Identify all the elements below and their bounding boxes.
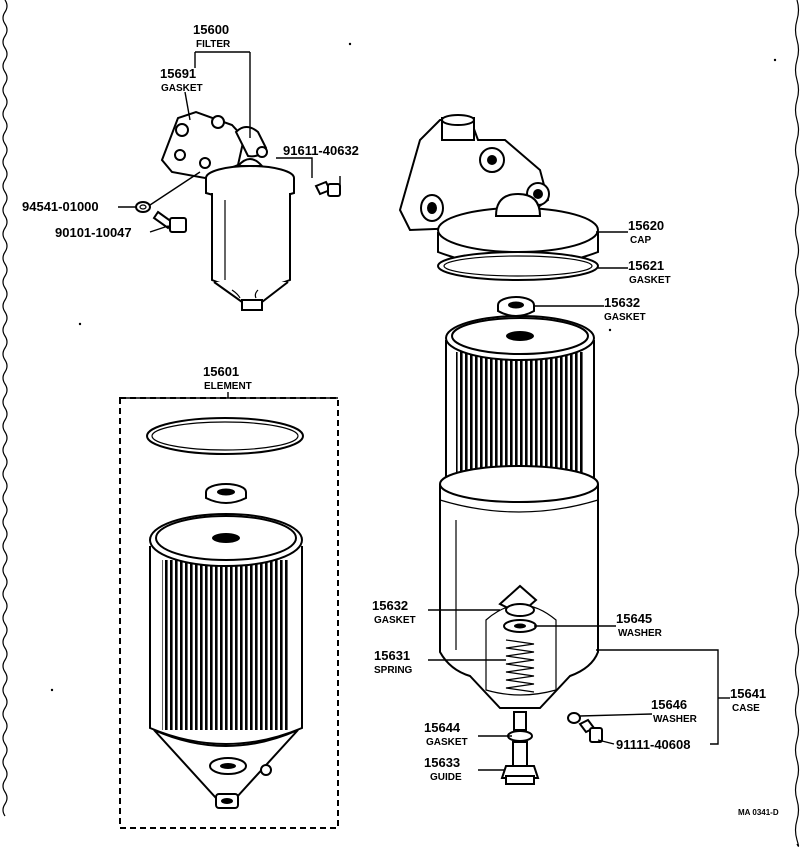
cap-gasket-number: 15621	[628, 258, 664, 273]
element-o-ring	[146, 417, 304, 455]
guide	[500, 741, 540, 785]
case-number: 15641	[730, 686, 766, 701]
washer-drain-number: 15646	[651, 697, 687, 712]
gasket-inner-name: GASKET	[374, 615, 416, 626]
case-name: CASE	[732, 703, 760, 714]
gasket-upper-name: GASKET	[604, 312, 646, 323]
gasket-upper-number: 15632	[604, 295, 640, 310]
gasket-top-name: GASKET	[161, 83, 203, 94]
drain-plug-number: 91111-40608	[616, 737, 690, 752]
drain-plug	[578, 718, 603, 743]
bolt-b-number: 90101-10047	[55, 225, 132, 240]
drain-washer	[567, 712, 581, 724]
diagram-code: MA 0341-D	[738, 808, 779, 817]
spring	[505, 639, 535, 693]
gasket-top-number: 15691	[160, 66, 196, 81]
gasket-inner-number: 15632	[372, 598, 408, 613]
washer-94541	[135, 201, 151, 213]
guide-number: 15633	[424, 755, 460, 770]
page-border-right	[794, 0, 800, 847]
washer-drain-name: WASHER	[653, 714, 698, 725]
element-name: ELEMENT	[204, 381, 252, 392]
element-number: 15601	[203, 364, 239, 379]
filter-name: FILTER	[196, 39, 231, 50]
washer-a-number: 94541-01000	[22, 199, 99, 214]
cap-name: CAP	[630, 235, 651, 246]
bolt-91611	[314, 180, 341, 197]
guide-name: GUIDE	[430, 772, 462, 783]
element-gasket	[205, 483, 247, 504]
filter-number: 15600	[193, 22, 229, 37]
cap-number: 15620	[628, 218, 664, 233]
cap-gasket	[437, 251, 599, 281]
filter-assembly-small	[160, 110, 295, 311]
cap-gasket-name: GASKET	[629, 275, 671, 286]
element-cartridge	[149, 513, 303, 809]
gasket-guide-number: 15644	[424, 720, 461, 735]
inner-gasket	[498, 584, 538, 617]
washer-inner-name: WASHER	[618, 628, 663, 639]
element-box	[119, 392, 339, 829]
bolt-a-number: 91611-40632	[283, 143, 359, 158]
spring-number: 15631	[374, 648, 410, 663]
gasket-guide-name: GASKET	[426, 737, 468, 748]
page-border	[2, 0, 8, 817]
washer-inner-number: 15645	[616, 611, 652, 626]
bolt-90101	[152, 210, 187, 233]
spring-name: SPRING	[374, 665, 413, 676]
upper-gasket	[497, 296, 535, 317]
inner-washer	[503, 619, 537, 633]
